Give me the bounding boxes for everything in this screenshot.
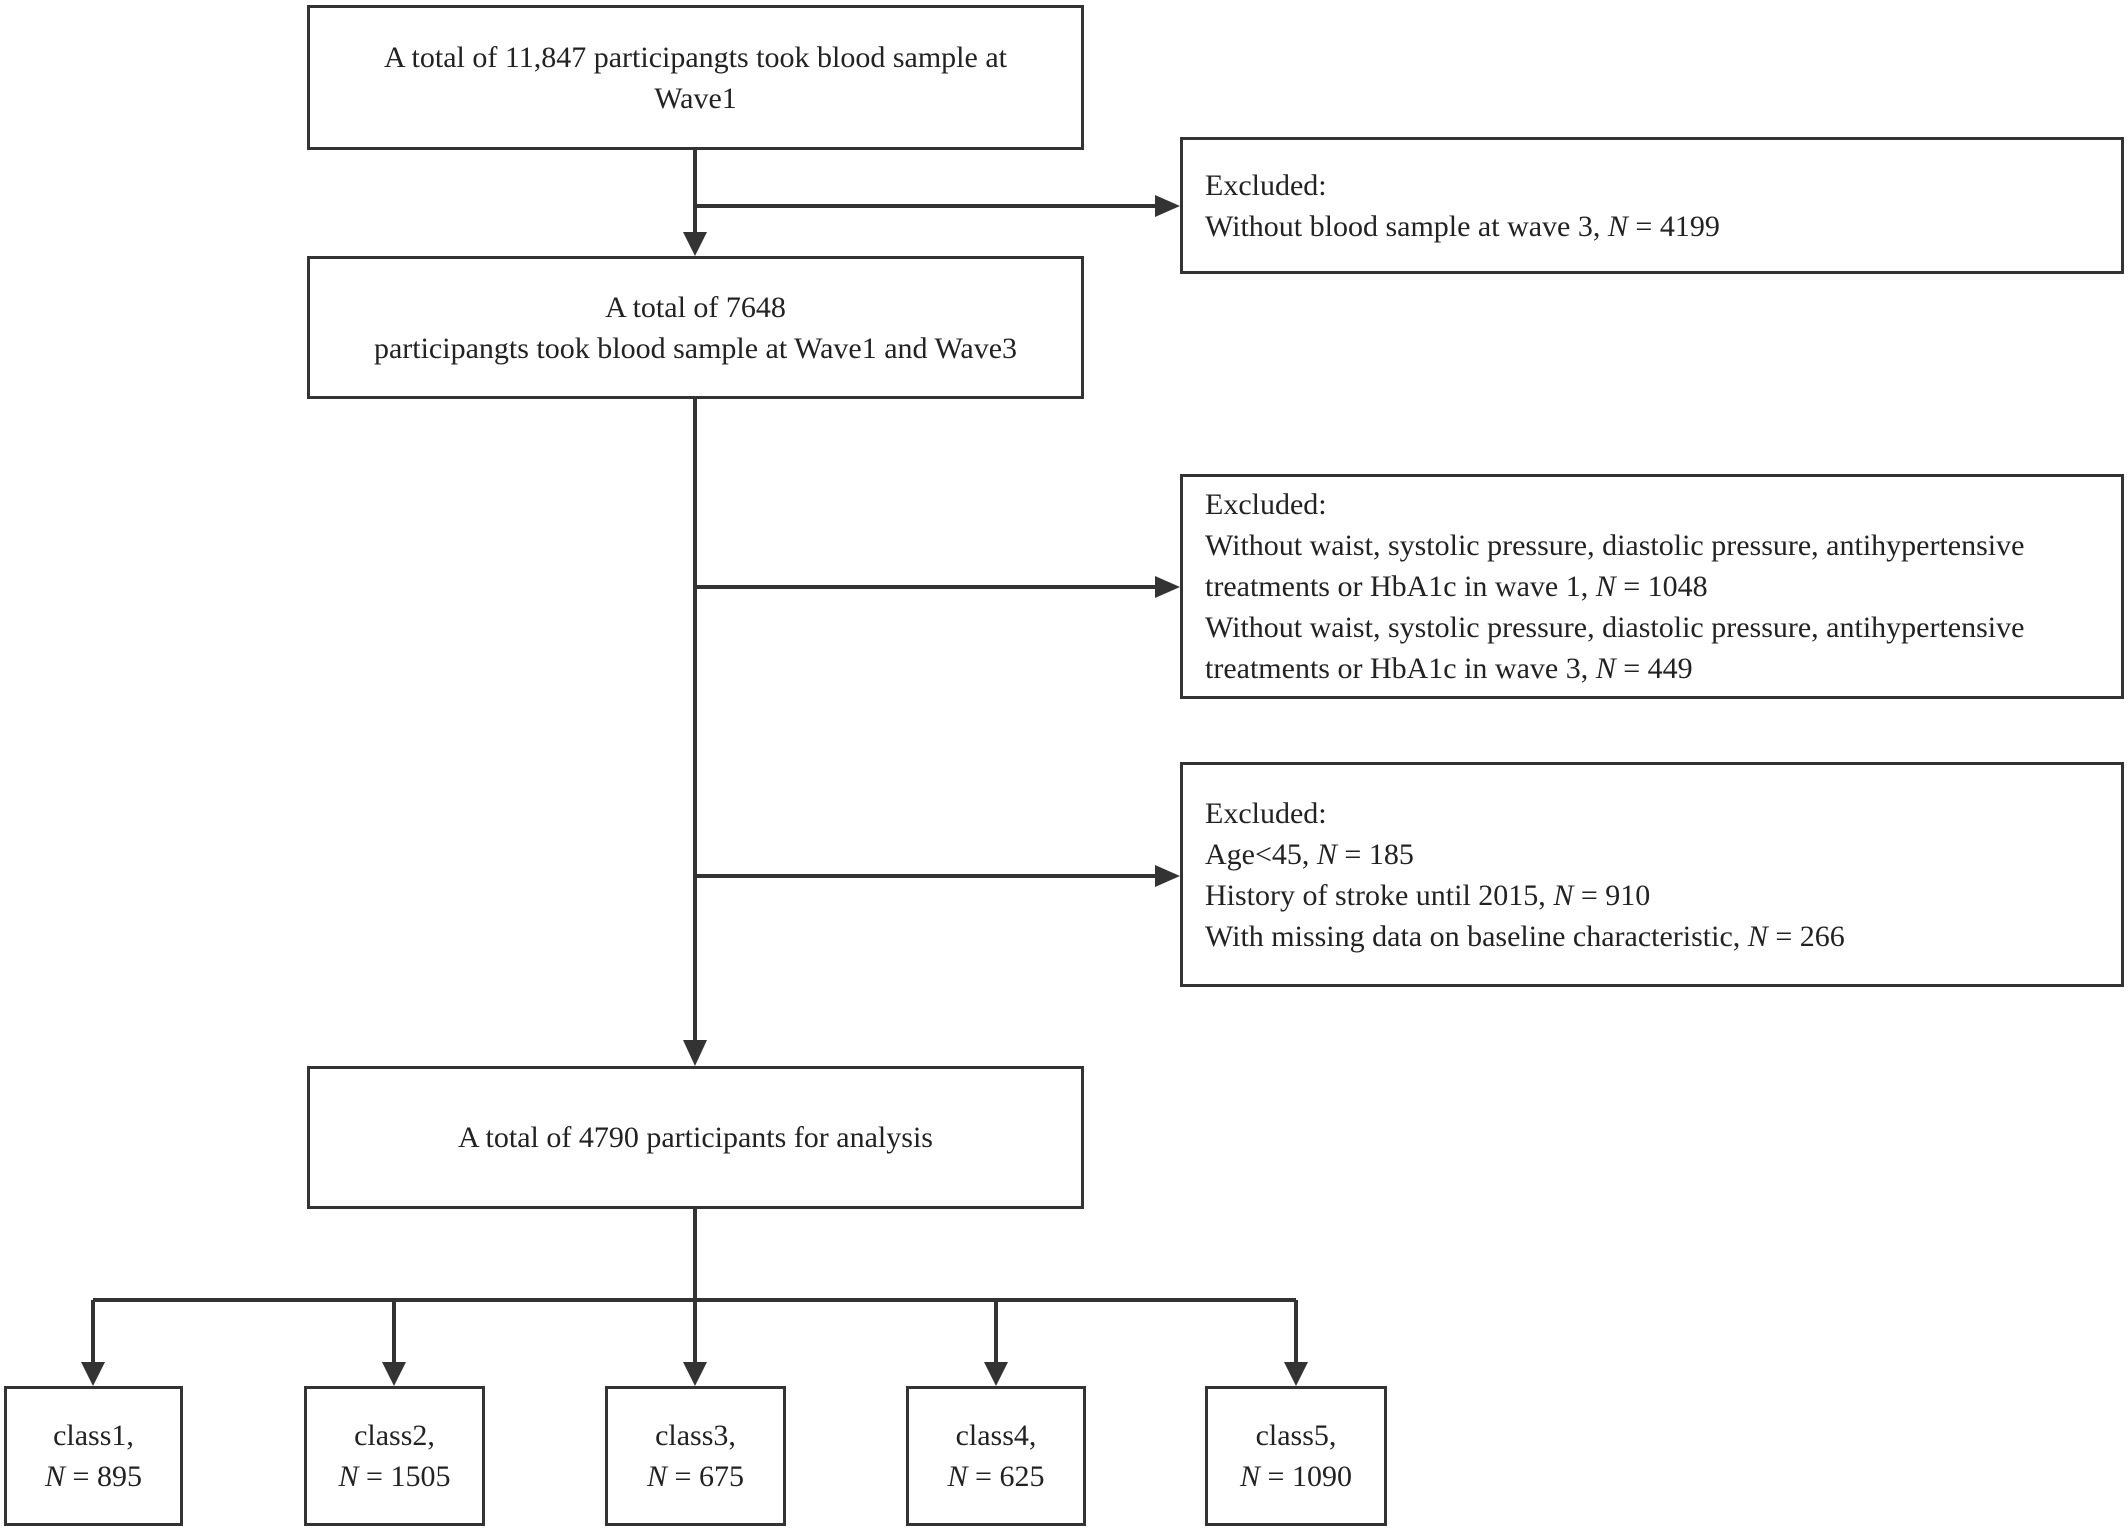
wave1-line-2: Wave1 [654, 81, 737, 115]
exclusion-3-item-1: Age<45, N = 185 [1205, 837, 1414, 871]
class5-count: N = 1090 [1240, 1460, 1352, 1493]
class2-count: N = 1505 [338, 1460, 451, 1493]
exclusion-3-item-3: With missing data on baseline characteri… [1205, 919, 1845, 953]
exclusion-box-1: Excluded: Without blood sample at wave 3… [1180, 137, 2124, 274]
exclusion-1-item: Without blood sample at wave 3, N = 4199 [1205, 209, 1720, 243]
exclusion-2-line-2: treatments or HbA1c in wave 1, N = 1048 [1205, 570, 1708, 603]
exclusion-2-line-3: Without waist, systolic pressure, diasto… [1205, 611, 2025, 644]
class5-box: class5, N = 1090 [1205, 1386, 1387, 1526]
class1-count: N = 895 [45, 1460, 142, 1493]
exclusion-3-item-2: History of stroke until 2015, N = 910 [1205, 878, 1651, 912]
class3-count: N = 675 [647, 1460, 744, 1493]
exclusion-2-heading: Excluded: [1205, 488, 1327, 521]
class3-box: class3, N = 675 [605, 1386, 786, 1526]
class5-label: class5, [1255, 1419, 1337, 1452]
wave1-wave3-line-1: A total of 7648 [605, 290, 786, 324]
class1-label: class1, [53, 1419, 134, 1452]
class4-box: class4, N = 625 [906, 1386, 1086, 1526]
exclusion-2-line-1: Without waist, systolic pressure, diasto… [1205, 529, 2025, 562]
class2-box: class2, N = 1505 [304, 1386, 485, 1526]
exclusion-box-3: Excluded: Age<45, N = 185 History of str… [1180, 762, 2124, 987]
wave1-line-1: A total of 11,847 participangts took blo… [384, 40, 1007, 74]
class4-label: class4, [955, 1419, 1037, 1452]
class1-box: class1, N = 895 [4, 1386, 183, 1526]
exclusion-2-line-4: treatments or HbA1c in wave 3, N = 449 [1205, 652, 1693, 685]
exclusion-box-2: Excluded: Without waist, systolic pressu… [1180, 474, 2124, 699]
analysis-box: A total of 4790 participants for analysi… [307, 1066, 1084, 1209]
analysis-line: A total of 4790 participants for analysi… [458, 1121, 933, 1154]
class4-count: N = 625 [947, 1460, 1045, 1493]
wave1-wave3-line-2: participangts took blood sample at Wave1… [373, 331, 1018, 365]
wave1-wave3-box: A total of 7648 participangts took blood… [307, 256, 1084, 399]
wave1-box: A total of 11,847 participangts took blo… [307, 5, 1084, 150]
class3-label: class3, [655, 1419, 736, 1452]
arrowhead [683, 232, 707, 256]
exclusion-3-heading: Excluded: [1205, 796, 1327, 830]
class2-label: class2, [354, 1419, 435, 1452]
exclusion-1-heading: Excluded: [1205, 168, 1327, 202]
